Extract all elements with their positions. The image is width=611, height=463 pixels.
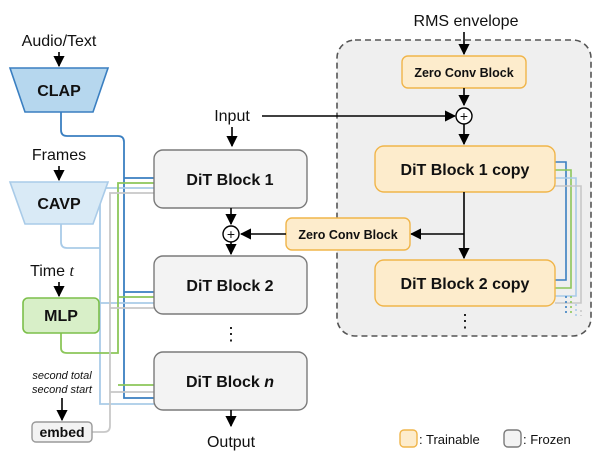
ellipsis-copy: ⋮ [456, 311, 474, 331]
cavp-label: CAVP [37, 196, 81, 213]
audio-text-label: Audio/Text [22, 33, 97, 50]
legend: : Trainable : Frozen [399, 429, 571, 448]
dit-block-2-label: DiT Block 2 [186, 278, 273, 295]
zero-conv-top-label: Zero Conv Block [414, 66, 513, 80]
mlp-label: MLP [44, 308, 78, 325]
copy-conditioning-lines [555, 161, 582, 316]
zero-conv-mid-label: Zero Conv Block [298, 228, 397, 242]
mlp-block [22, 297, 100, 334]
legend-frozen-swatch [503, 429, 522, 448]
second-total-label: second total [32, 370, 92, 382]
conditioning-lines [60, 112, 154, 433]
legend-trainable-label: : Trainable [419, 432, 480, 447]
frames-label: Frames [32, 147, 86, 164]
input-label: Input [214, 108, 250, 125]
dit-block-1-label: DiT Block 1 [186, 172, 273, 189]
clap-line [60, 112, 154, 399]
dit-block-1-copy [374, 145, 556, 193]
embed-block [31, 421, 93, 443]
dit-block-2 [153, 255, 308, 315]
output-label: Output [207, 434, 256, 451]
legend-trainable-swatch [399, 429, 418, 448]
ellipsis-main: ⋮ [222, 324, 240, 344]
svg-text:+: + [227, 226, 235, 242]
dit-block-2-copy [374, 259, 556, 307]
legend-frozen-label: : Frozen [523, 432, 571, 447]
embed-label: embed [39, 424, 84, 440]
rms-envelope-label: RMS envelope [414, 13, 519, 30]
svg-text:+: + [460, 108, 468, 124]
dit-block-1-copy-label: DiT Block 1 copy [401, 162, 530, 179]
dit-block-n-label: DiT Block n [186, 374, 274, 391]
time-label: Time t [30, 263, 74, 280]
clap-block [8, 67, 110, 113]
embed-line [92, 192, 154, 433]
clap-label: CLAP [37, 83, 81, 100]
dit-block-2-copy-label: DiT Block 2 copy [401, 276, 530, 293]
mlp-line [60, 182, 154, 386]
cavp-block [8, 181, 110, 225]
cavp-line [60, 187, 154, 405]
second-start-label: second start [32, 384, 93, 396]
